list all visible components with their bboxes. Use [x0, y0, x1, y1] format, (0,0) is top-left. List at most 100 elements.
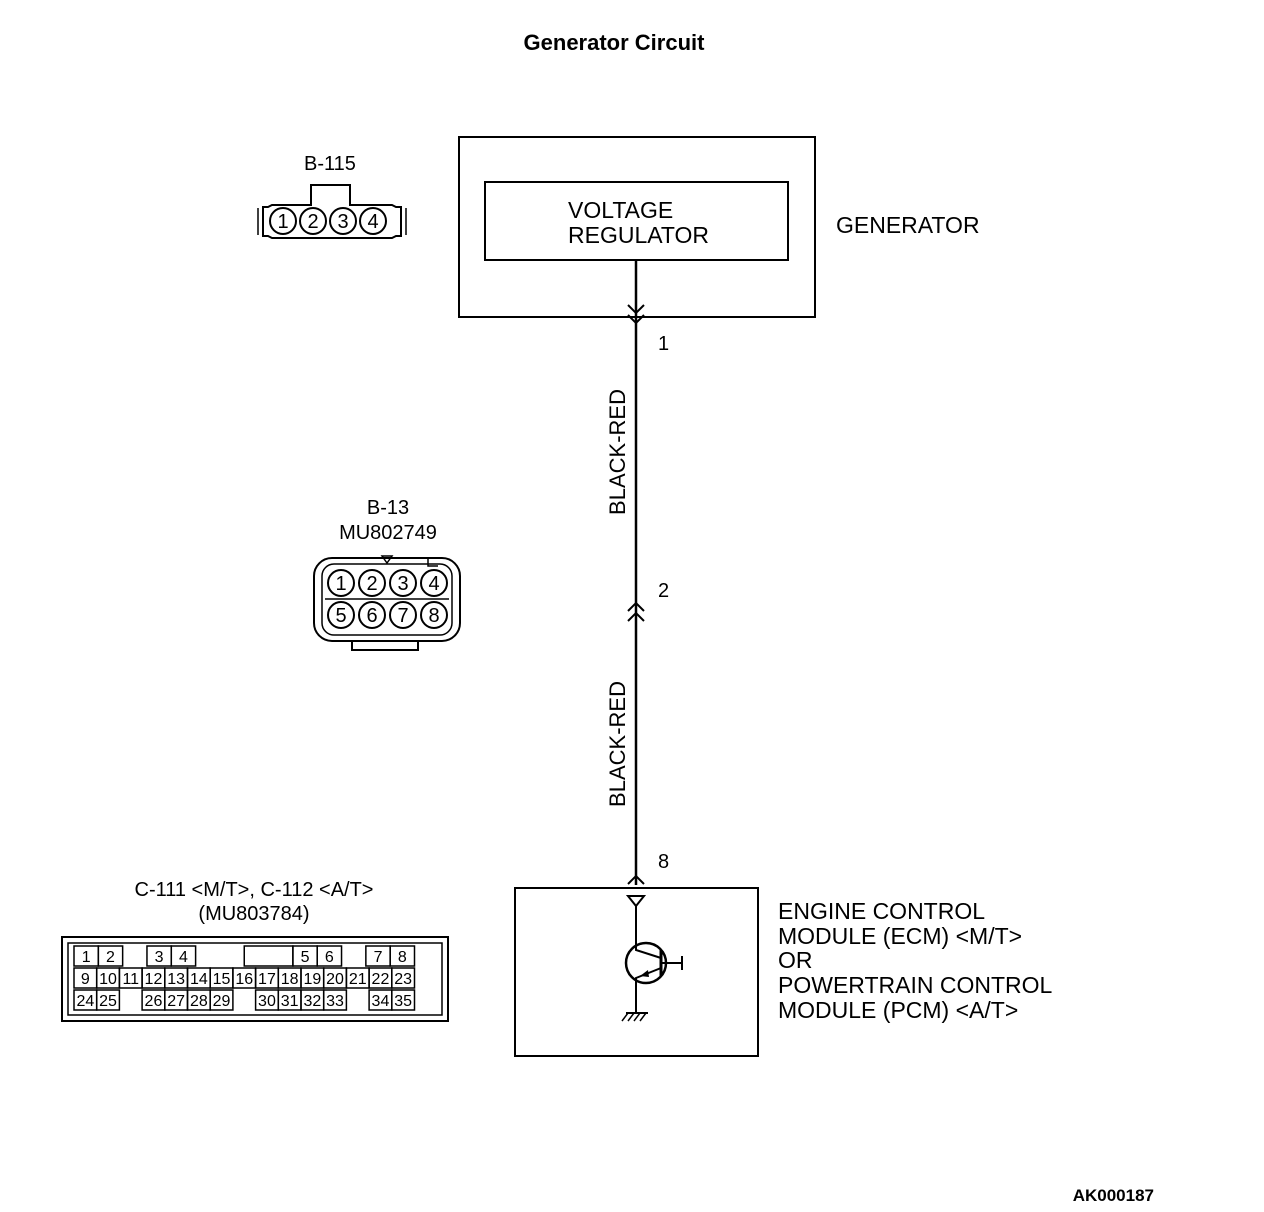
pin-number: 8: [428, 605, 439, 627]
pin-cell: [391, 967, 416, 989]
pin-label-1: 1: [658, 333, 669, 355]
pin-number: 14: [190, 971, 208, 988]
connector-symbol: [627, 304, 645, 325]
pin-circle: [420, 569, 448, 597]
pin-number: 3: [397, 573, 408, 595]
pin-number: 20: [326, 971, 344, 988]
pin-number: 17: [258, 971, 276, 988]
pin-number: 11: [122, 971, 139, 988]
pin-number: 2: [366, 573, 377, 595]
pin-cell: [97, 945, 124, 967]
pin-number: 3: [155, 949, 164, 966]
pin-number: 1: [82, 949, 91, 966]
ecm-box: [514, 887, 759, 1057]
pin-number: 4: [428, 573, 439, 595]
pin-number: 35: [394, 993, 412, 1010]
pin-number: 27: [167, 993, 185, 1010]
pin-label-8: 8: [658, 851, 669, 873]
pin-circle: [359, 207, 387, 235]
pin-cell: [389, 945, 416, 967]
pin-cell: [322, 989, 348, 1011]
pin-number: 1: [335, 573, 346, 595]
page-title: Generator Circuit: [524, 30, 706, 55]
pin-number: 16: [235, 971, 253, 988]
pin-circle: [358, 601, 386, 629]
connector-c111-label: C-111 <M/T>, C-112 <A/T>: [135, 879, 374, 901]
pin-number: 5: [301, 949, 310, 966]
pin-label-2: 2: [658, 580, 669, 602]
pin-number: 7: [374, 949, 383, 966]
pin-number: 15: [213, 971, 231, 988]
pin-number: 22: [372, 971, 390, 988]
ground-icon: [621, 1012, 648, 1022]
pin-number: 19: [303, 971, 321, 988]
generator-label: GENERATOR: [836, 212, 980, 238]
pin-number: 23: [394, 971, 412, 988]
connector-b115-pins: 1 2 3 4: [269, 207, 387, 235]
connector-key-block: [243, 945, 294, 967]
pin-number: 4: [367, 211, 378, 233]
pin-circle: [420, 601, 448, 629]
ecm-label-line4: POWERTRAIN CONTROL: [778, 972, 1053, 998]
pin-number: 34: [372, 993, 390, 1010]
pin-number: 29: [213, 993, 231, 1010]
pin-number: 3: [337, 211, 348, 233]
figure-id: AK000187: [1073, 1186, 1154, 1205]
pin-circle: [327, 569, 355, 597]
ecm-label-line1: ENGINE CONTROL: [778, 898, 985, 924]
pin-number: 33: [326, 993, 344, 1010]
pin-number: 26: [145, 993, 163, 1010]
pin-number: 10: [99, 971, 117, 988]
pin-circle: [329, 207, 357, 235]
pin-number: 28: [190, 993, 208, 1010]
pin-cell: [316, 945, 343, 967]
pin-number: 2: [106, 949, 115, 966]
pin-number: 1: [277, 211, 288, 233]
pin-number: 13: [167, 971, 185, 988]
pin-number: 2: [307, 211, 318, 233]
ecm-label-line5: MODULE (PCM) <A/T>: [778, 997, 1018, 1023]
connector-symbol: [627, 874, 645, 885]
generator: VOLTAGE REGULATOR GENERATOR: [458, 136, 980, 318]
connector-symbol: [627, 601, 645, 622]
pin-number: 6: [325, 949, 334, 966]
pin-number: 8: [398, 949, 407, 966]
connector-b13-part: MU802749: [339, 522, 437, 544]
pin-cell: [209, 989, 234, 1011]
pin-circle: [299, 207, 327, 235]
engine-control-module: ENGINE CONTROL MODULE (ECM) <M/T> OR POW…: [514, 887, 1053, 1057]
pin-circle: [389, 569, 417, 597]
pin-number: 25: [99, 993, 117, 1010]
pin-number: 18: [281, 971, 299, 988]
pin-circle: [269, 207, 297, 235]
ecm-label-line2: MODULE (ECM) <M/T>: [778, 923, 1022, 949]
connector-b13: B-13 MU802749 1 2 3 4 5 6 7 8: [313, 497, 461, 651]
regulator-label-line1: VOLTAGE: [568, 197, 673, 223]
ecm-label-line3: OR: [778, 947, 813, 973]
connector-b13-pins: 1 2 3 4 5 6 7 8: [327, 569, 448, 629]
wire-color-label-upper: BLACK-RED: [605, 389, 630, 515]
pin-circle: [327, 601, 355, 629]
pin-number: 9: [81, 971, 90, 988]
pin-cell: [95, 989, 121, 1011]
pin-circle: [358, 569, 386, 597]
pin-number: 32: [303, 993, 321, 1010]
pin-number: 30: [258, 993, 276, 1010]
pin-number: 7: [397, 605, 408, 627]
pin-cell: [170, 945, 197, 967]
pin-number: 6: [366, 605, 377, 627]
connector-b115: B-115 1 2 3 4: [257, 153, 407, 239]
pin-number: 12: [145, 971, 163, 988]
wire-color-label-lower: BLACK-RED: [605, 681, 630, 807]
pin-cell: [391, 989, 416, 1011]
transistor-icon: [624, 941, 683, 1012]
pin-number: 4: [179, 949, 188, 966]
pin-number: 21: [349, 971, 367, 988]
connector-b115-label: B-115: [304, 153, 356, 175]
connector-c111-part: (MU803784): [198, 903, 309, 925]
pin-number: 31: [281, 993, 299, 1010]
input-terminal-icon: [625, 895, 647, 908]
